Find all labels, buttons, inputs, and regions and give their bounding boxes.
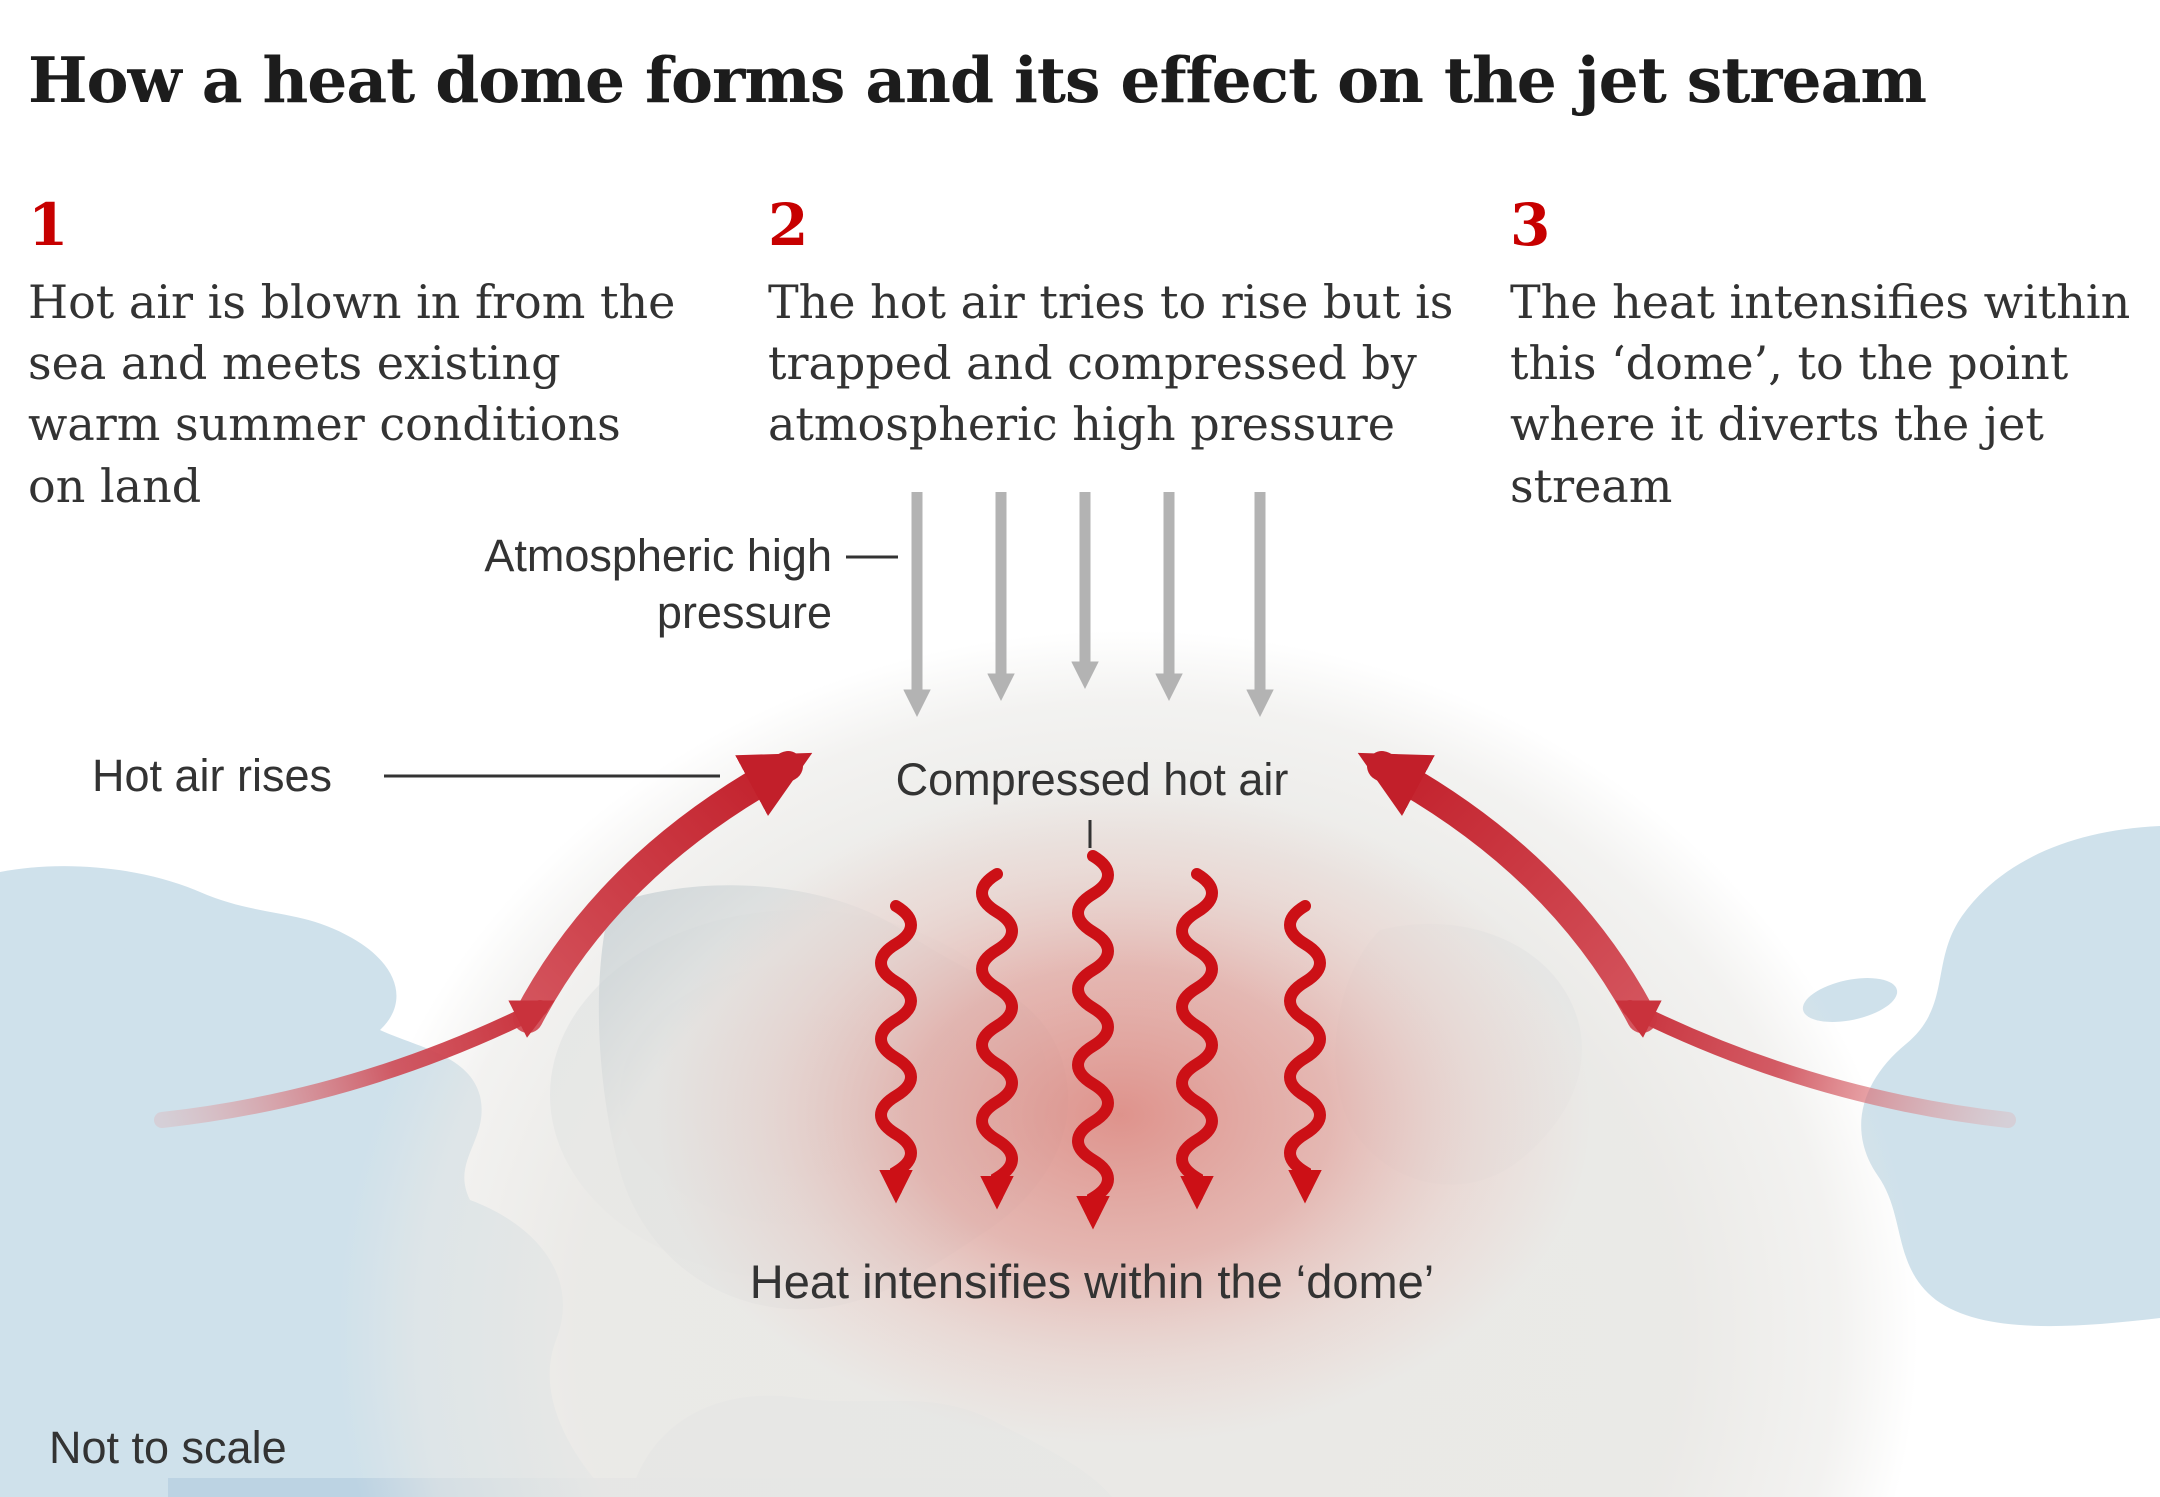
step-2-number: 2 [768,191,809,259]
step-2: 2 The hot air tries to rise but is trapp… [768,196,1458,456]
step-3: 3 The heat intensifies within this ‘dome… [1510,196,2140,517]
map-island [110,922,190,958]
hot-air-arrow-left-large [513,751,813,1033]
pressure-arrows [903,492,1274,717]
heat-wave-squiggles [875,850,1326,1230]
step-3-text: The heat intensifies within this ‘dome’,… [1510,275,2131,513]
step-1: 1 Hot air is blown in from the sea and m… [28,196,688,517]
map-landmass-right [1861,826,2160,1327]
heat-wave-squiggle [1284,900,1326,1204]
label-heat-intensifies: Heat intensifies within the ‘dome’ [749,1255,1435,1308]
label-compressed-hot-air: Compressed hot air [895,754,1289,805]
step-3-number: 3 [1510,191,1551,259]
step-2-text: The hot air tries to rise but is trapped… [768,275,1454,452]
heat-wave-squiggle [1176,868,1218,1210]
hot-air-arrow-right-large [1357,751,1657,1033]
step-1-text: Hot air is blown in from the sea and mee… [28,275,676,513]
hot-air-arrow-left-small [154,1000,555,1128]
label-not-to-scale: Not to scale [49,1422,287,1473]
hot-air-arrow-right-small [1615,1000,2016,1128]
hot-air-arrows [154,751,2016,1128]
map-island [246,979,354,1031]
label-hot-air-rises: Hot air rises [92,750,333,801]
page-title: How a heat dome forms and its effect on … [28,43,1927,118]
label-atmospheric-high-pressure: Atmospheric high pressure [484,530,832,638]
step-1-number: 1 [28,191,69,259]
heat-glow [650,785,1590,1445]
heat-wave-squiggle [875,900,917,1204]
heat-wave-squiggle [1072,850,1114,1230]
label-connectors [384,555,1092,848]
heat-wave-squiggle [976,868,1018,1210]
